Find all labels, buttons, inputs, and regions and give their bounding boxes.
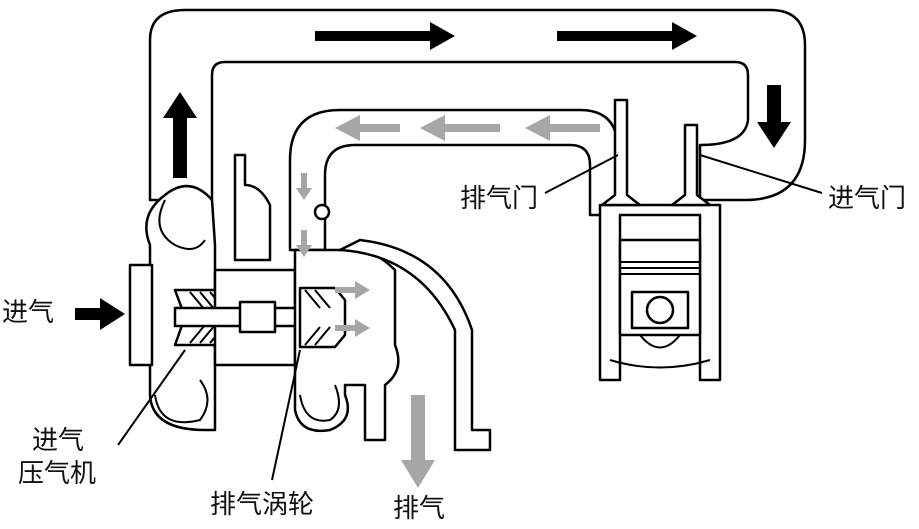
label-intake-compressor-line1: 进气 xyxy=(32,426,85,456)
shaft-collar xyxy=(238,300,277,334)
intake-arrow-up xyxy=(163,92,197,178)
intake-arrow-right-2 xyxy=(557,22,697,50)
label-intake-compressor-line2: 压气机 xyxy=(18,459,97,489)
connecting-rod xyxy=(609,334,711,369)
label-exhaust: 排气 xyxy=(393,494,446,524)
compressor-inlet-flange xyxy=(128,263,154,367)
exhaust-arrow-left-1 xyxy=(525,115,600,141)
intake-pipe xyxy=(148,8,807,202)
piston-rings xyxy=(620,261,700,275)
exhaust-arrow-down-small-1 xyxy=(296,173,312,200)
exhaust-valve-shape xyxy=(600,98,642,207)
intake-arrow-right-1 xyxy=(315,22,455,50)
exhaust-arrow-down-small-2 xyxy=(296,230,312,257)
turbine-scroll xyxy=(299,384,340,422)
intake-arrow-in xyxy=(75,298,125,330)
compressor-scroll-bottom xyxy=(154,379,209,424)
label-intake: 进气 xyxy=(2,298,55,328)
exhaust-arrow-out xyxy=(401,395,435,488)
exhaust-arrow-right-2 xyxy=(335,319,370,337)
cylinder-block xyxy=(598,203,722,382)
exhaust-manifold-pipe xyxy=(288,108,620,252)
leader-intake-compressor xyxy=(117,349,186,446)
exhaust-arrow-left-3 xyxy=(335,115,400,141)
wastegate-duct xyxy=(233,153,272,262)
intake-valve-shape xyxy=(670,123,712,207)
label-exhaust-valve: 排气门 xyxy=(460,184,539,214)
exhaust-outlet-pipe xyxy=(338,238,492,452)
label-intake-valve: 进气门 xyxy=(828,184,907,214)
piston-pin xyxy=(645,295,675,325)
compressor-scroll-top xyxy=(158,199,206,250)
leader-exhaust-valve xyxy=(544,154,619,194)
leader-intake-valve xyxy=(699,154,823,194)
wastegate-valve xyxy=(313,203,331,221)
label-exhaust-turbine: 排气涡轮 xyxy=(210,490,315,520)
leader-exhaust-turbine xyxy=(271,349,301,481)
turbine-wheel xyxy=(298,286,347,349)
exhaust-arrow-right-1 xyxy=(335,281,370,299)
intake-arrow-down xyxy=(757,85,791,148)
exhaust-arrow-left-2 xyxy=(420,115,500,141)
turbine-blades xyxy=(304,289,331,346)
